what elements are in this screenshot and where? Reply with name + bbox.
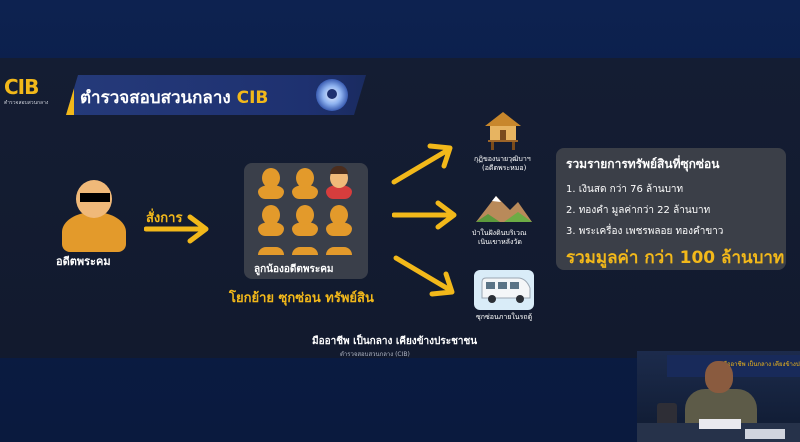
location-caption: (อดีตพระหมอ)	[482, 164, 527, 172]
assets-title: รวมรายการทรัพย์สินที่ซุกซ่อน	[566, 157, 720, 171]
pip-backdrop	[667, 355, 800, 377]
assets-item: 2. ทองคำ มูลค่ากว่า 22 ล้านบาท	[566, 205, 711, 216]
assets-total: รวมมูลค่า กว่า 100 ล้านบาท	[566, 248, 785, 268]
presenter-video-inset: มืออาชีพ เป็นกลาง เคียงข้างประชาชน	[637, 351, 800, 442]
mountain-icon	[476, 196, 532, 222]
former-monk-label: อดีตพระคม	[56, 255, 111, 268]
nameplate	[699, 419, 741, 429]
cib-logo-text: CIB	[4, 75, 39, 99]
followers-label: ลูกน้องอดีตพระคม	[254, 264, 334, 275]
footer-subtext: ตำรวจสอบสวนกลาง (CIB)	[340, 351, 410, 358]
action-label: โยกย้าย ซุกซ่อน ทรัพย์สิน	[229, 291, 374, 306]
command-label: สั่งการ	[146, 211, 183, 226]
footer-slogan: มืออาชีพ เป็นกลาง เคียงข้างประชาชน	[312, 336, 478, 347]
pip-banner-text: มืออาชีพ เป็นกลาง เคียงข้างประชาชน	[723, 361, 800, 368]
assets-item: 1. เงินสด กว่า 76 ล้านบาท	[566, 184, 684, 195]
location-caption: ซุกซ่อนภายในรถตู้	[476, 313, 533, 321]
location-caption: กุฏิของนายวุฒิบาฯ	[474, 155, 531, 163]
slide-title-main: ตำรวจสอบสวนกลาง	[80, 88, 237, 108]
arrow-down-right-icon	[393, 255, 455, 297]
location-caption: เนินเขาหลังวัด	[478, 238, 522, 246]
slide-title-accent: CIB	[236, 88, 269, 108]
assets-summary-box	[556, 148, 786, 270]
assets-item: 3. พระเครื่อง เพชรพลอย ทองคำขาว	[566, 226, 724, 237]
arrow-up-right-icon	[391, 143, 453, 185]
arrow-right-icon-2	[392, 200, 457, 230]
arrow-right-icon	[144, 214, 209, 244]
location-caption: ป่าในฝังดินบริเวณ	[472, 229, 527, 237]
cib-logo-subtext: ตำรวจสอบสวนกลาง	[4, 100, 49, 106]
censor-bar	[80, 193, 110, 202]
paper	[745, 429, 785, 439]
cib-logo: CIB ตำรวจสอบสวนกลาง	[4, 75, 54, 109]
police-seal-icon	[316, 79, 348, 111]
slide-title: ตำรวจสอบสวนกลาง CIB	[80, 84, 268, 111]
van-icon	[481, 277, 531, 303]
house-icon	[485, 112, 521, 150]
officer-head	[705, 361, 733, 393]
